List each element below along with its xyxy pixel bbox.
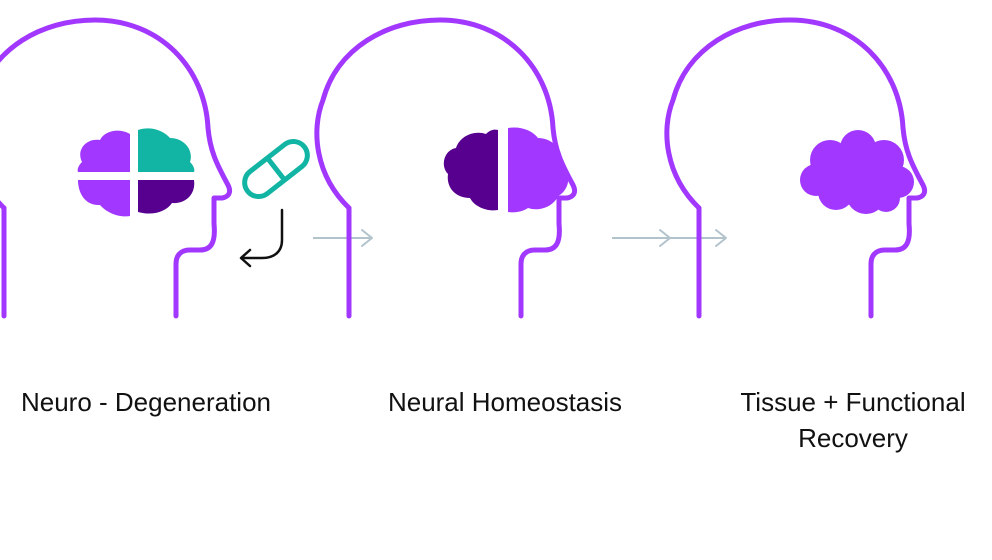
brain-quadrant-top-right (138, 128, 195, 172)
stage-label-tissue-functional-recovery: Tissue + Functional Recovery (740, 387, 966, 453)
brain-quadrant-bottom-right (138, 180, 195, 214)
capsule-icon (242, 138, 310, 200)
curved-arrow-icon (239, 208, 284, 268)
stage-label-neural-homeostasis: Neural Homeostasis (387, 387, 623, 417)
brain-half-left (443, 129, 498, 211)
brain-quadrant-top-left (77, 130, 130, 172)
half-brain-icon (443, 127, 569, 213)
whole-brain-icon (800, 130, 914, 214)
stage-1-figure (0, 20, 310, 316)
double-arrow-icon (612, 229, 727, 247)
brain-half-right (508, 127, 569, 213)
brain-quadrant-bottom-left (78, 180, 130, 217)
stage-label-neuro-degeneration: Neuro - Degeneration (20, 387, 272, 417)
single-arrow-icon (313, 229, 373, 247)
stage-2-figure (317, 20, 575, 316)
quartered-brain-icon (77, 128, 195, 217)
stage-3-figure (667, 20, 925, 316)
